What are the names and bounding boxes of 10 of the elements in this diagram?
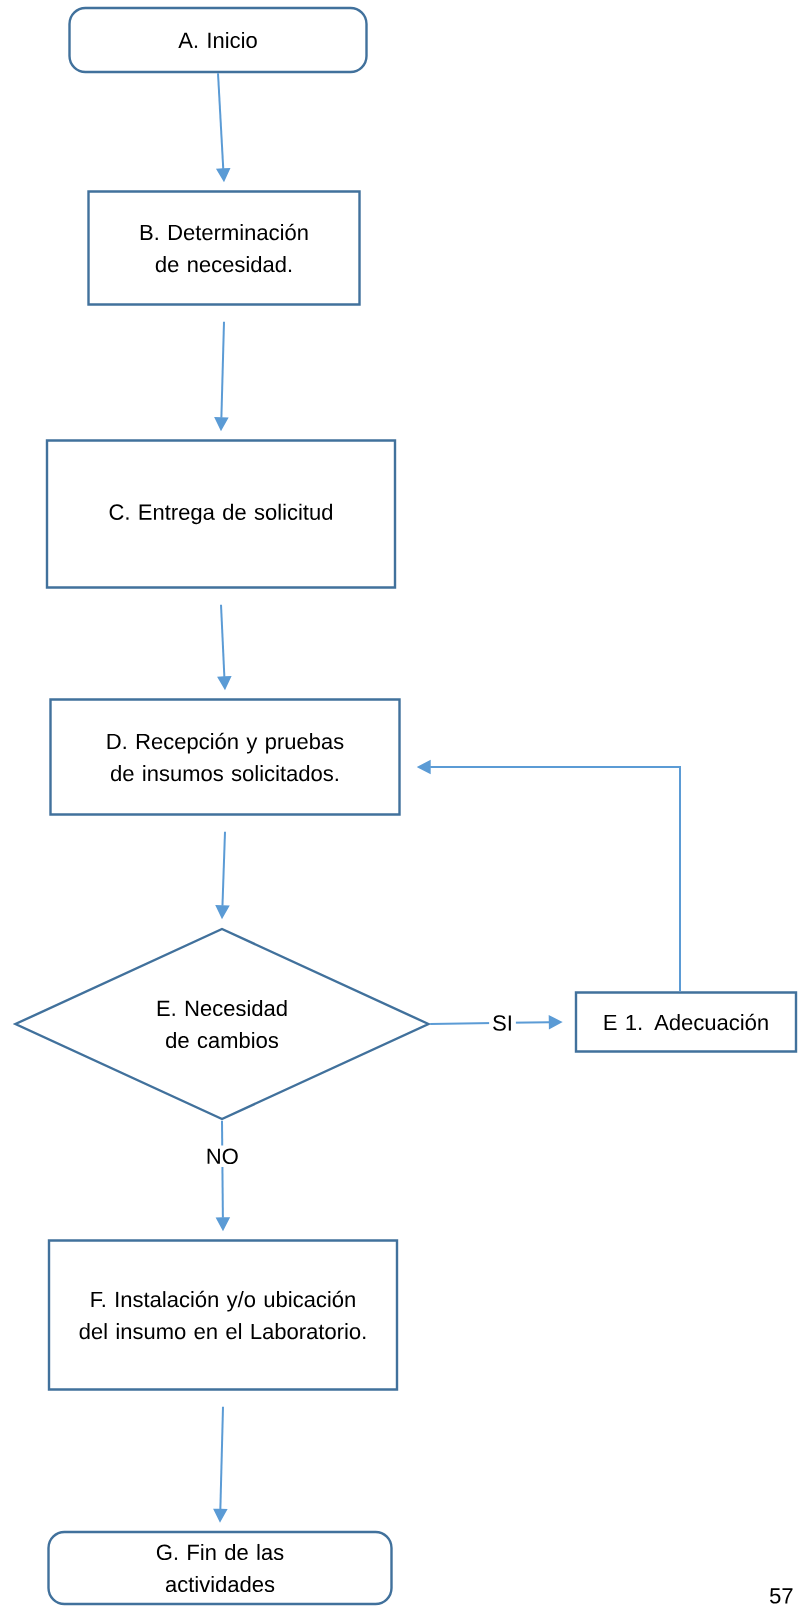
edge-label: SI bbox=[489, 1012, 516, 1034]
terminal-box: G. Fin de las actividades bbox=[47, 1530, 393, 1606]
process-box: D. Recepción y pruebas de insumos solicitados. bbox=[49, 698, 401, 816]
process-box: B. Determinación de necesidad. bbox=[87, 190, 361, 306]
process-box: F. Instalación y/o ubicación del insumo en el Laboratorio. bbox=[47, 1239, 399, 1391]
process-box: C. Entrega de solicitud bbox=[45, 439, 397, 589]
page-number: 57 bbox=[770, 1588, 793, 1604]
process-box: E 1. Adecuación bbox=[574, 991, 798, 1053]
edge-label: NO bbox=[202, 1145, 242, 1168]
terminal-box: A. Inicio bbox=[68, 6, 368, 74]
